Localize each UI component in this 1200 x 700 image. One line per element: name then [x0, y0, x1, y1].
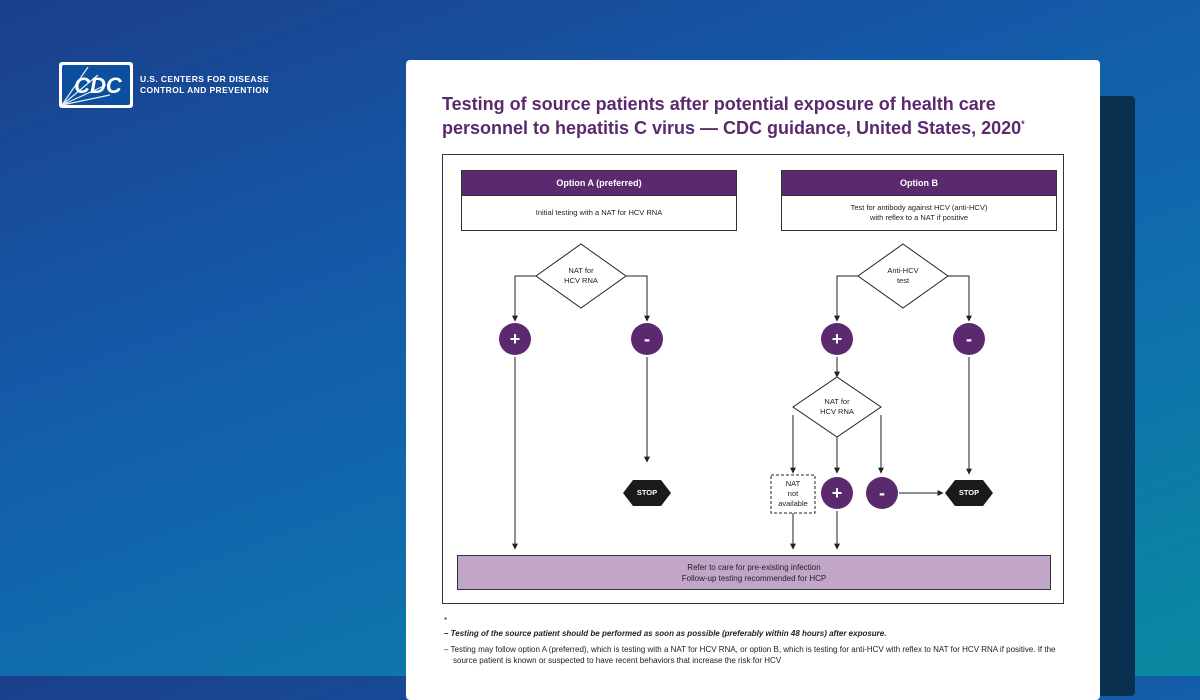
option-a-header: Option A (preferred) — [461, 170, 737, 196]
negative-sign-a: - — [644, 329, 650, 349]
nat-label-b-line1: NAT for — [824, 397, 850, 406]
result-reflex-positive — [821, 477, 853, 509]
nat-label-a-line2: HCV RNA — [564, 276, 598, 285]
footnote-1: – Testing of the source patient should b… — [444, 629, 887, 638]
title-footnote-mark: * — [1021, 119, 1025, 129]
result-reflex-negative — [866, 477, 898, 509]
decision-nat-hcv-rna-a — [535, 243, 627, 309]
result-negative-b — [953, 323, 985, 355]
negative-sign-b: - — [966, 329, 972, 349]
option-b-header: Option B — [781, 170, 1057, 196]
option-b-description-line2: with reflex to a NAT if positive — [869, 213, 969, 222]
cdc-logo-icon: CDC — [59, 62, 133, 108]
anti-hcv-label: Anti-HCV test — [873, 266, 933, 286]
nat-not-available-line3: available — [778, 499, 808, 508]
outcome-box: Refer to care for pre-existing infection… — [457, 555, 1051, 590]
title-text: Testing of source patients after potenti… — [442, 94, 1022, 138]
option-b-description: Test for antibody against HCV (anti-HCV)… — [781, 196, 1057, 231]
decision-anti-hcv-test — [857, 243, 949, 309]
org-name-line1: U.S. CENTERS FOR DISEASE — [140, 74, 270, 84]
outcome-line1: Refer to care for pre-existing infection — [687, 562, 821, 572]
outcome-line2: Follow-up testing recommended for HCP — [681, 573, 827, 583]
card-title: Testing of source patients after potenti… — [442, 92, 1082, 140]
nat-label-a: NAT for HCV RNA — [551, 266, 611, 286]
flowchart-connectors — [499, 243, 993, 550]
positive-sign-a: + — [509, 329, 521, 349]
arrow-b-to-negative — [948, 275, 972, 322]
guidance-card: Testing of source patients after potenti… — [406, 60, 1100, 700]
reflex-positive-sign: + — [831, 483, 843, 503]
cdc-logo: CDC U.S. CENTERS FOR DISEASE CONTROL AND… — [58, 61, 269, 109]
anti-hcv-label-line2: test — [896, 276, 910, 285]
decision-nat-hcv-rna-b — [792, 376, 882, 438]
footnotes: * – Testing of the source patient should… — [444, 615, 1064, 671]
option-a-description: Initial testing with a NAT for HCV RNA — [461, 196, 737, 231]
arrow-b-to-positive — [834, 275, 858, 322]
stop-b — [945, 480, 993, 506]
arrow-a-to-negative — [626, 275, 650, 322]
result-negative-a — [631, 323, 663, 355]
footnote-marker: * — [444, 616, 448, 625]
positive-sign-b: + — [831, 329, 843, 349]
nat-not-available-line1: NAT — [785, 479, 801, 488]
stop-label-b: STOP — [958, 488, 980, 497]
nat-label-a-line1: NAT for — [568, 266, 594, 275]
logo-wordmark: CDC — [74, 73, 123, 98]
nat-not-available-line2: not — [787, 489, 799, 498]
org-name-line2: CONTROL AND PREVENTION — [140, 85, 269, 95]
footnote-2: – Testing may follow option A (preferred… — [444, 645, 1056, 665]
arrow-a-to-positive — [512, 275, 536, 322]
stop-label-a: STOP — [636, 488, 658, 497]
reflex-negative-sign: - — [879, 483, 885, 503]
nat-not-available-label: NAT not available — [771, 479, 815, 509]
option-b-description-line1: Test for antibody against HCV (anti-HCV) — [850, 203, 988, 212]
result-positive-b — [821, 323, 853, 355]
stop-a — [623, 480, 671, 506]
result-positive-a — [499, 323, 531, 355]
nat-not-available-box — [770, 474, 816, 514]
nat-label-b-line2: HCV RNA — [820, 407, 854, 416]
flowchart: Option A (preferred) Initial testing wit… — [442, 154, 1064, 604]
anti-hcv-label-line1: Anti-HCV — [887, 266, 919, 275]
nat-label-b: NAT for HCV RNA — [807, 397, 867, 417]
org-name: U.S. CENTERS FOR DISEASE CONTROL AND PRE… — [140, 74, 269, 96]
